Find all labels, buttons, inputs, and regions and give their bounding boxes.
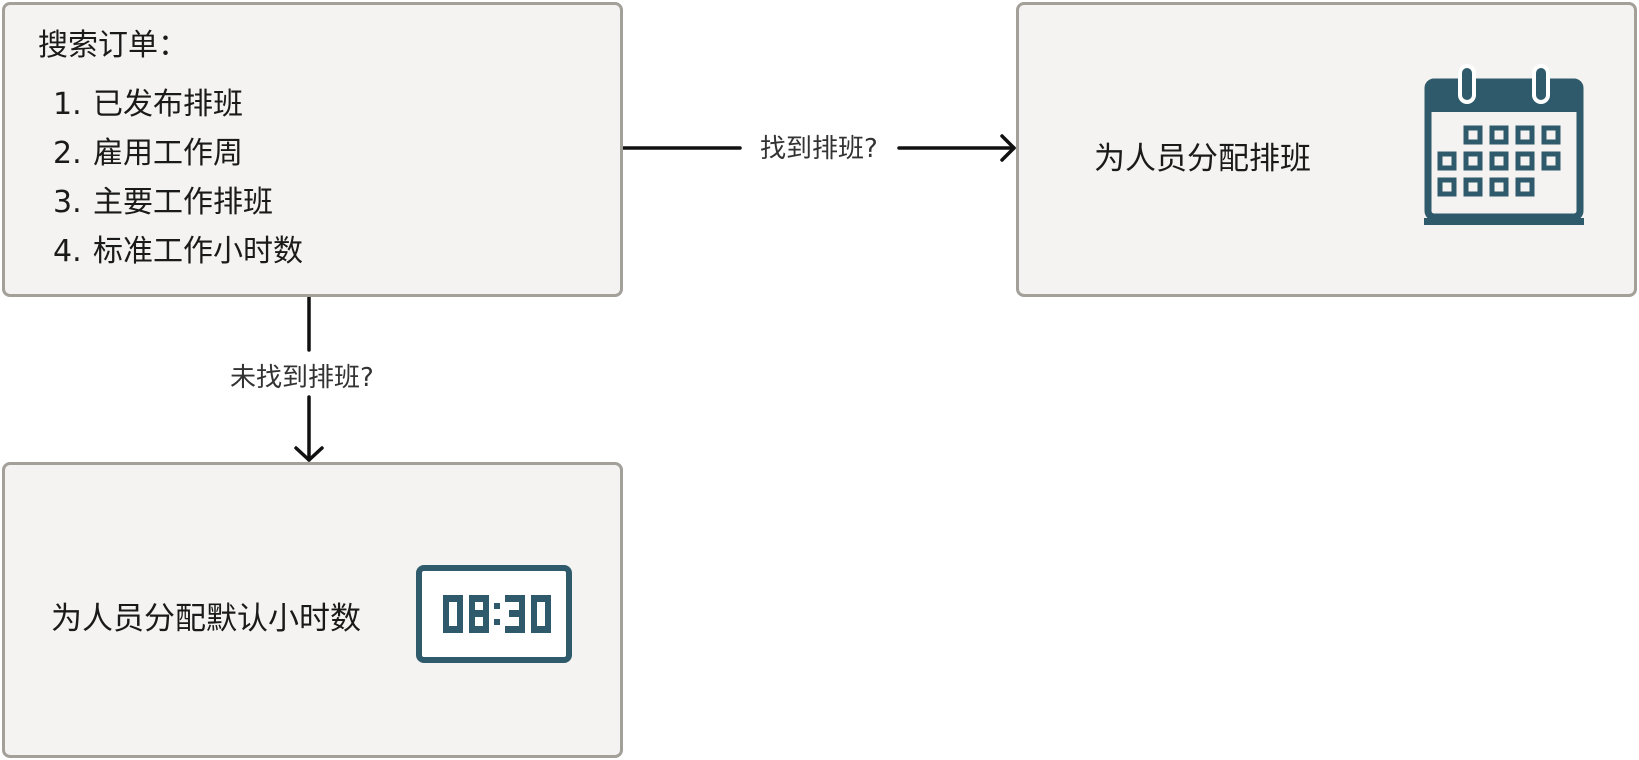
assign-default-hours-box: 为人员分配默认小时数 bbox=[2, 462, 623, 758]
edge-label-found: 找到排班? bbox=[760, 134, 878, 164]
edge-label-not-found: 未找到排班? bbox=[230, 363, 374, 393]
digital-clock-icon bbox=[416, 565, 572, 663]
arrow-not-found bbox=[294, 295, 324, 462]
criteria-item: 1.已发布排班 bbox=[53, 87, 243, 122]
search-order-title: 搜索订单： bbox=[38, 28, 188, 63]
criteria-item: 2.雇用工作周 bbox=[53, 136, 243, 171]
search-order-box: 搜索订单： 1.已发布排班 2.雇用工作周 3.主要工作排班 4.标准工作小时数 bbox=[2, 2, 623, 297]
assign-schedule-text: 为人员分配排班 bbox=[1094, 141, 1311, 177]
assign-default-hours-text: 为人员分配默认小时数 bbox=[51, 601, 361, 637]
assign-schedule-box: 为人员分配排班 bbox=[1016, 2, 1637, 297]
criteria-item: 4.标准工作小时数 bbox=[53, 234, 303, 269]
calendar-icon bbox=[1424, 64, 1584, 225]
arrow-found bbox=[621, 134, 1016, 162]
criteria-item: 3.主要工作排班 bbox=[53, 185, 273, 220]
search-criteria-list: 1.已发布排班 2.雇用工作周 3.主要工作排班 4.标准工作小时数 bbox=[53, 80, 303, 276]
